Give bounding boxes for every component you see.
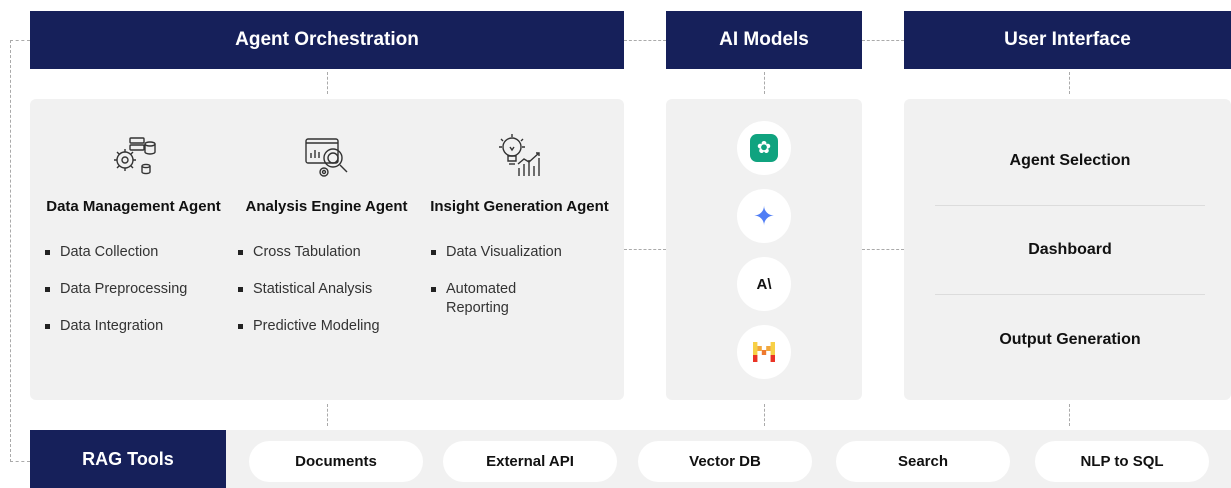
tool-external-api: External API [443,441,617,482]
connector-line [327,72,328,94]
agent-capabilities: Data Collection Data Preprocessing Data … [41,243,226,336]
capability-item: Statistical Analysis [234,280,419,299]
capability-item: Predictive Modeling [234,317,419,336]
agent-title: Insight Generation Agent [430,198,609,215]
connector-line [10,461,30,462]
tool-search: Search [836,441,1010,482]
lightbulb-chart-icon [498,134,540,176]
mistral-logo-icon [737,325,791,379]
gears-database-icon [113,137,156,175]
divider [935,294,1205,295]
tool-vector-db: Vector DB [638,441,812,482]
rag-tools-band [30,430,1231,488]
agent-title: Analysis Engine Agent [245,198,408,215]
openai-logo-icon: ✿ [737,121,791,175]
anthropic-logo-icon: A\ [737,257,791,311]
connector-line [327,404,328,426]
tool-nlp-to-sql: NLP to SQL [1035,441,1209,482]
capability-item: Data Preprocessing [41,280,226,299]
connector-line [862,249,904,250]
screen-magnifier-icon [304,138,347,177]
connector-line [764,404,765,426]
connector-line [624,40,666,41]
connector-line [862,40,904,41]
tool-documents: Documents [249,441,423,482]
capability-item: Data Collection [41,243,226,262]
capability-item: Automated Reporting [427,280,522,318]
insight-generation-agent: Insight Generation Agent Data Visualizat… [427,130,612,336]
connector-line [1069,404,1070,426]
agent-title: Data Management Agent [46,198,221,215]
connector-line [624,249,666,250]
connector-line [10,40,11,462]
connector-line [764,72,765,94]
agent-capabilities: Cross Tabulation Statistical Analysis Pr… [234,243,419,336]
connector-line [10,40,30,41]
ui-item-output-generation: Output Generation [999,331,1141,348]
agent-capabilities: Data Visualization Automated Reporting [427,243,612,318]
connector-line [1069,72,1070,94]
analysis-engine-agent: Analysis Engine Agent Cross Tabulation S… [234,130,419,354]
ui-item-agent-selection: Agent Selection [1009,152,1131,169]
ui-item-dashboard: Dashboard [1028,241,1112,258]
ai-models-header: AI Models [666,11,862,69]
capability-item: Cross Tabulation [234,243,419,262]
divider [935,205,1205,206]
user-interface-panel [904,99,1231,400]
user-interface-header: User Interface [904,11,1231,69]
gemini-logo-icon: ✦ [737,189,791,243]
capability-item: Data Integration [41,317,226,336]
rag-tools-label: RAG Tools [30,430,226,488]
capability-item: Data Visualization [427,243,612,262]
agent-orchestration-header: Agent Orchestration [30,11,624,69]
data-management-agent: Data Management Agent Data Collection Da… [41,130,226,354]
